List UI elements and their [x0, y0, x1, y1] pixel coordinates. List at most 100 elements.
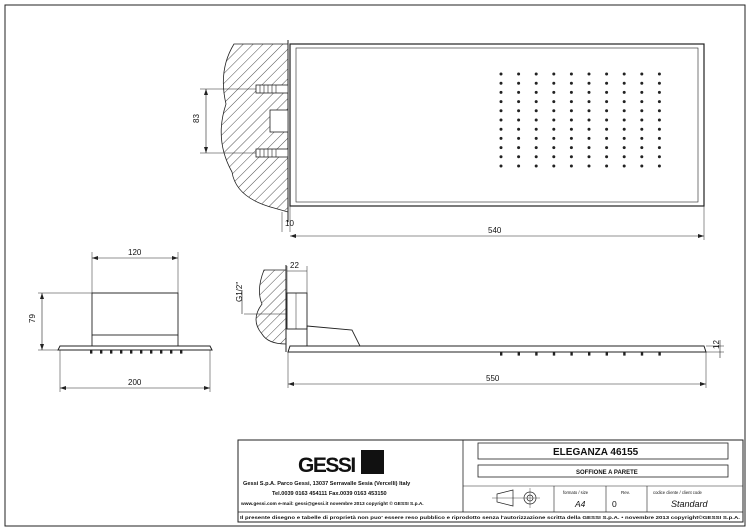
nozzle: [517, 164, 521, 168]
nozzle: [517, 118, 521, 122]
dim-22-label: 22: [290, 261, 299, 270]
nozzle: [657, 118, 661, 122]
nozzle: [517, 109, 521, 113]
front-nozzle: [552, 352, 556, 356]
nozzle: [657, 109, 661, 113]
nozzle: [534, 136, 538, 140]
nozzle: [517, 100, 521, 104]
nozzle: [517, 90, 521, 94]
nozzle: [657, 164, 661, 168]
nozzle: [552, 136, 556, 140]
nozzle: [640, 155, 644, 159]
nozzle: [499, 100, 503, 104]
nozzle: [640, 109, 644, 113]
nozzle: [587, 100, 591, 104]
dim-83-label: 83: [192, 114, 201, 123]
nozzle: [587, 72, 591, 76]
dim-10-label: 10: [285, 219, 294, 228]
nozzle: [587, 127, 591, 131]
dim-120-label: 120: [128, 248, 142, 257]
gessi-logo-text: GESSI: [298, 454, 355, 477]
side-nozzle: [120, 350, 123, 354]
nozzle: [552, 127, 556, 131]
front-nozzle: [658, 352, 661, 356]
nozzle: [587, 118, 591, 122]
dim-550-label: 550: [486, 374, 500, 383]
front-nozzle: [500, 352, 503, 356]
nozzle: [534, 164, 538, 168]
rev-value: 0: [612, 499, 617, 509]
side-view: 120 79 200: [28, 248, 213, 392]
dim-540: 540: [290, 206, 705, 240]
nozzle: [622, 164, 626, 168]
nozzle: [534, 90, 538, 94]
nozzle: [499, 146, 503, 150]
nozzle: [517, 136, 521, 140]
dim-540-label: 540: [488, 226, 502, 235]
nozzle: [569, 164, 573, 168]
nozzle: [622, 155, 626, 159]
nozzle: [605, 164, 609, 168]
dim-79-label: 79: [28, 314, 37, 323]
front-nozzle: [570, 352, 573, 356]
shower-plate-inner: [295, 47, 699, 203]
side-nozzle-row: [90, 350, 183, 354]
nozzle: [605, 127, 609, 131]
nozzle: [605, 155, 609, 159]
nozzle: [622, 72, 626, 76]
front-nozzle: [517, 352, 520, 356]
nozzle: [517, 81, 521, 85]
nozzle: [552, 164, 556, 168]
dim-thread: G1/2": [235, 282, 244, 314]
nozzle: [640, 100, 644, 104]
product-subtitle: SOFFIONE A PARETE: [576, 470, 638, 476]
nozzle: [587, 109, 591, 113]
nozzle: [622, 109, 626, 113]
side-nozzle: [90, 350, 93, 354]
nozzle: [640, 136, 644, 140]
dim-200: 200: [59, 350, 211, 392]
dim-10: 10: [281, 206, 294, 232]
front-nozzle: [640, 352, 644, 356]
product-title: ELEGANZA 46155: [553, 447, 639, 458]
nozzle: [640, 127, 644, 131]
nozzle: [517, 127, 521, 131]
company-web: www.gessi.com e-mail: gessi@gessi.it nov…: [240, 500, 424, 507]
nozzle: [657, 100, 661, 104]
side-nozzle: [110, 350, 113, 354]
nozzle: [640, 81, 644, 85]
nozzle: [605, 90, 609, 94]
nozzle: [622, 90, 626, 94]
nozzle: [569, 127, 573, 131]
side-plate-body: [57, 345, 213, 351]
nozzle: [534, 118, 538, 122]
nozzle: [569, 100, 573, 104]
nozzle: [499, 81, 503, 85]
nozzle: [569, 90, 573, 94]
dim-120: 120: [91, 248, 179, 293]
nozzle: [605, 100, 609, 104]
nozzle: [552, 81, 556, 85]
wall-inlet-box: [269, 109, 289, 133]
nozzle: [622, 81, 626, 85]
front-support-arm: [306, 325, 361, 347]
nozzle: [640, 164, 644, 168]
nozzle: [657, 146, 661, 150]
side-nozzle: [140, 350, 143, 354]
nozzle: [517, 146, 521, 150]
dim-12: 12: [706, 340, 724, 358]
dim-22: 22: [286, 261, 308, 293]
nozzle: [622, 118, 626, 122]
front-wall-section: [255, 269, 287, 345]
nozzle: [657, 127, 661, 131]
nozzle: [517, 155, 521, 159]
nozzle: [587, 146, 591, 150]
side-wall-bracket: [91, 292, 179, 336]
front-connection-block: [286, 292, 308, 330]
nozzle: [534, 72, 538, 76]
format-value: A4: [574, 499, 586, 509]
side-nozzle: [130, 350, 133, 354]
nozzle: [569, 72, 573, 76]
nozzle: [587, 81, 591, 85]
nozzle: [622, 136, 626, 140]
